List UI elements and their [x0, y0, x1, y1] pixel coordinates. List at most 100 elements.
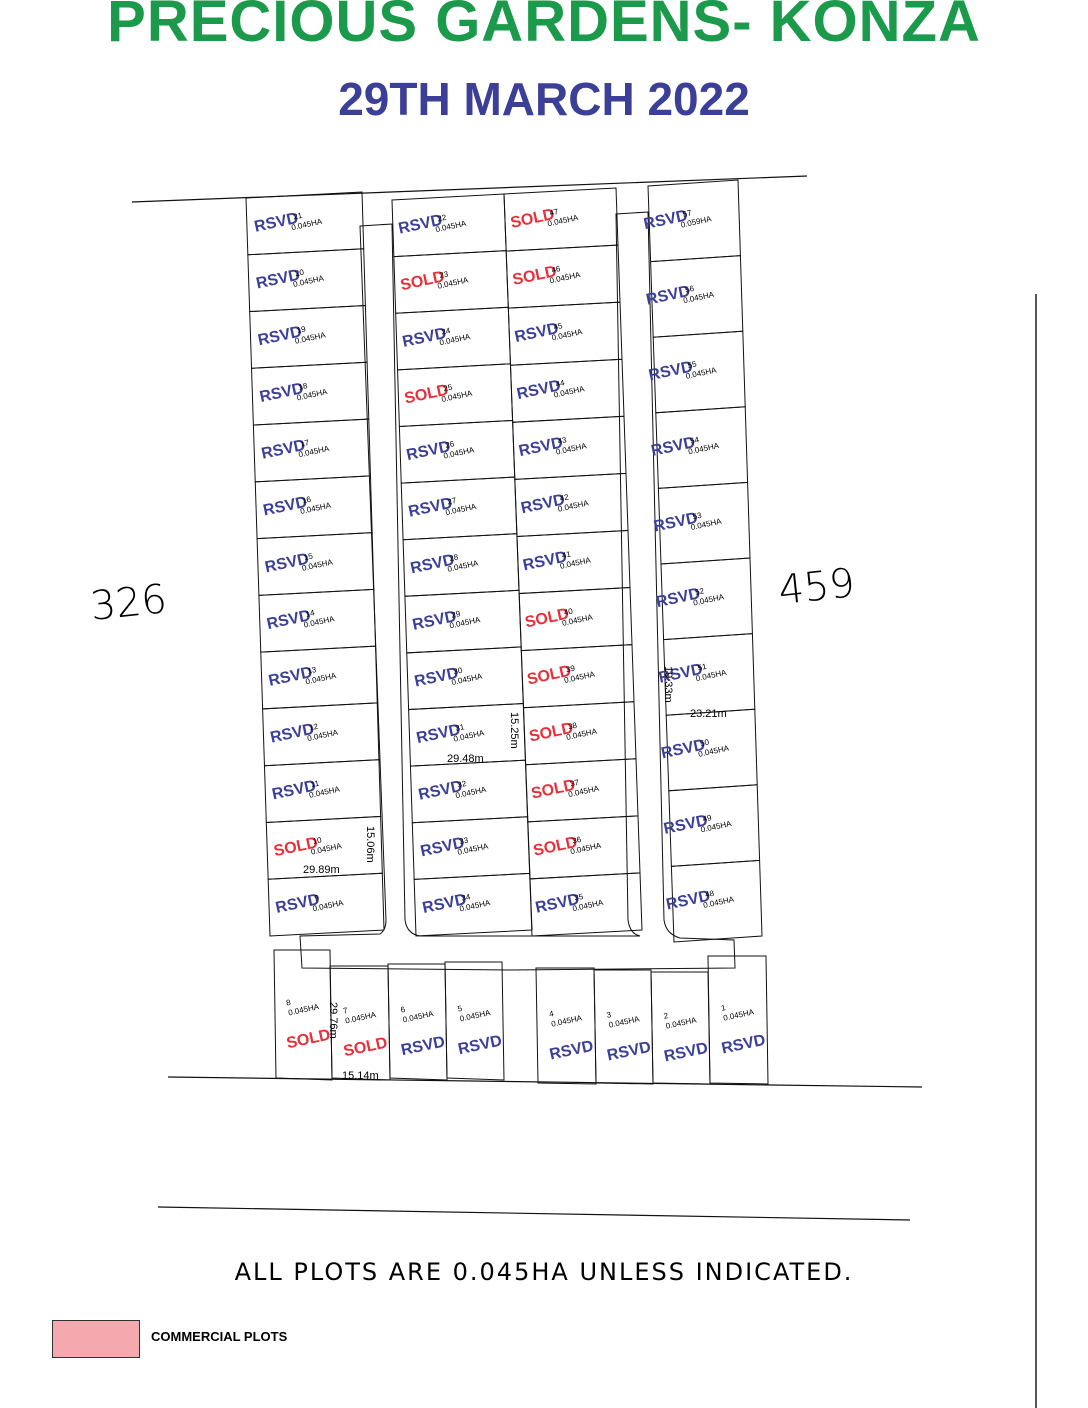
legend-swatch-commercial [52, 1320, 140, 1358]
plot-number: 13 [307, 665, 318, 676]
plot-4[interactable] [535, 967, 597, 1085]
plot-2[interactable] [650, 971, 711, 1085]
top-boundary-line [131, 175, 808, 203]
plot-8[interactable] [273, 949, 333, 1081]
dim-label: 29.76m [327, 1002, 339, 1039]
plot-number: 23 [439, 269, 450, 280]
plot-area: 0.045HA [344, 1010, 377, 1025]
plot-number: 40 [563, 606, 574, 617]
plot-6[interactable] [387, 963, 448, 1081]
boundary-number-left: 326 [88, 576, 169, 630]
plot-area: 0.045HA [722, 1007, 755, 1022]
plot-number: 54 [689, 435, 700, 446]
plot-number: 17 [299, 438, 310, 449]
plot-number: 8 [285, 998, 292, 1008]
boundary-number-right: 459 [776, 560, 857, 614]
plot-number: 39 [565, 664, 576, 675]
plot-number: 16 [301, 495, 312, 506]
dim-label: 29.89m [303, 864, 340, 876]
plot-number: 7 [342, 1006, 349, 1016]
plot-7[interactable] [329, 965, 391, 1081]
plot-number: 26 [445, 439, 456, 450]
plot-number: 48 [704, 889, 715, 900]
plot-number: 47 [549, 207, 560, 218]
plot-area: 0.045HA [459, 1008, 492, 1023]
plot-number: 33 [459, 835, 470, 846]
plot-number: 36 [571, 835, 582, 846]
plot-number: 2 [663, 1011, 670, 1021]
plot-status-label: RSVD [606, 1039, 653, 1065]
plot-area: 0.045HA [550, 1013, 583, 1028]
plot-number: 9 [314, 893, 321, 903]
plot-area: 0.045HA [665, 1015, 698, 1030]
plot-number: 6 [400, 1005, 407, 1015]
lower-road-line [157, 1206, 911, 1221]
plot-number: 51 [697, 662, 708, 673]
dim-label: 19.33m [662, 666, 674, 703]
plot-number: 1 [720, 1003, 727, 1013]
plot-48[interactable] [670, 859, 763, 943]
plot-number: 57 [682, 208, 693, 219]
plot-9[interactable] [267, 872, 385, 937]
plot-number: 3 [606, 1010, 613, 1020]
dim-label: 15.14m [342, 1070, 379, 1082]
plot-3[interactable] [593, 969, 654, 1085]
plot-size-note: ALL PLOTS ARE 0.045HA UNLESS INDICATED. [234, 1258, 854, 1286]
plot-number: 53 [692, 511, 703, 522]
page-date: 29TH MARCH 2022 [338, 73, 750, 125]
plot-number: 12 [308, 722, 319, 733]
plot-number: 24 [441, 326, 452, 337]
plot-number: 30 [453, 666, 464, 677]
plot-number: 44 [555, 378, 566, 389]
plot-number: 35 [573, 892, 584, 903]
plot-number: 18 [298, 381, 309, 392]
page-title: PRECIOUS GARDENS- KONZA [107, 0, 981, 54]
left-road [299, 211, 736, 971]
plot-35[interactable] [529, 872, 643, 937]
plot-number: 37 [569, 778, 580, 789]
plot-1[interactable] [707, 955, 769, 1085]
dim-label: 29.48m [447, 753, 484, 765]
legend-label-commercial: COMMERCIAL PLOTS [151, 1329, 288, 1344]
plot-number: 15 [303, 551, 314, 562]
dim-label: 15.06m [364, 826, 376, 863]
plot-5[interactable] [444, 961, 505, 1081]
plot-number: 22 [437, 213, 448, 224]
plot-number: 11 [310, 779, 321, 790]
plot-number: 19 [296, 324, 307, 335]
plot-number: 42 [559, 492, 570, 503]
plot-status-label: RSVD [548, 1038, 595, 1064]
plot-number: 45 [553, 321, 564, 332]
